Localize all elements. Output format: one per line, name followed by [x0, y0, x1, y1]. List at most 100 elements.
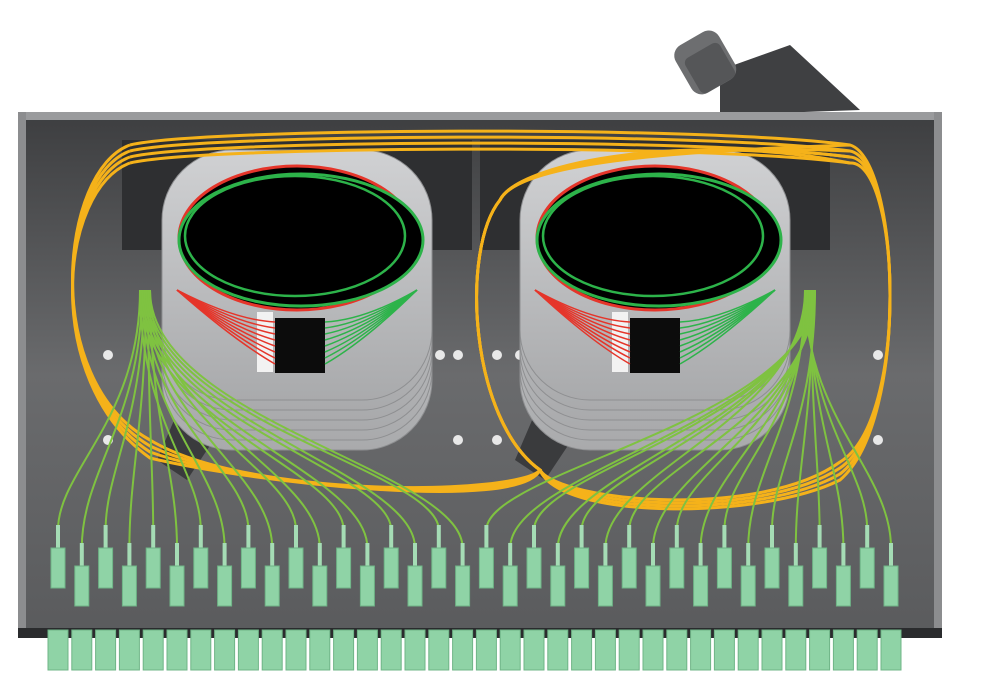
- red-fiber-fanout: [534, 289, 631, 365]
- connector-boot: [508, 543, 513, 568]
- orange-patch-cord: [129, 141, 851, 159]
- adapter-port: [594, 629, 616, 671]
- sc-connector: [785, 543, 807, 671]
- sc-connector: [880, 543, 902, 671]
- sc-connector: [190, 525, 212, 671]
- sc-connector: [142, 525, 164, 671]
- green-pigtail: [604, 289, 806, 549]
- red-fiber-fanout: [176, 289, 276, 365]
- connector-boot: [294, 525, 298, 550]
- cable-gland: [674, 30, 860, 115]
- connector-boot: [389, 525, 394, 550]
- sc-connector: [261, 543, 283, 671]
- adapter-port: [761, 629, 783, 671]
- connector-boot: [674, 525, 679, 550]
- connector-boot: [722, 525, 727, 550]
- sc-connector: [118, 543, 140, 671]
- sc-connector: [571, 525, 593, 671]
- adapter-port: [142, 629, 164, 671]
- mount-hole: [492, 350, 502, 360]
- adapter-port: [475, 629, 497, 671]
- connector-boot: [175, 543, 179, 568]
- connector-boot: [627, 525, 632, 550]
- connector-boot: [79, 543, 84, 568]
- green-pigtail: [747, 289, 806, 549]
- adapter-port: [785, 629, 807, 671]
- adapter-port: [404, 629, 426, 671]
- sc-connector: [809, 525, 831, 671]
- connector-body: [716, 547, 732, 589]
- mount-hole: [873, 435, 883, 445]
- mount-holes: [103, 350, 883, 445]
- green-pigtail: [57, 289, 141, 531]
- connector-body: [669, 547, 685, 589]
- adapter-port: [666, 629, 688, 671]
- green-fiber-loop: [541, 174, 765, 298]
- mount-hole: [873, 350, 883, 360]
- connector-body: [812, 547, 828, 589]
- adapter-port: [118, 629, 140, 671]
- connector-body: [788, 565, 804, 607]
- mount-hole: [453, 435, 463, 445]
- adapter-port: [737, 629, 759, 671]
- green-pigtail: [141, 289, 369, 549]
- adapter-port: [95, 629, 117, 671]
- connector-body: [740, 565, 756, 607]
- connector-body: [478, 547, 494, 589]
- sc-connector: [214, 543, 236, 671]
- panel-left-wall: [18, 112, 26, 637]
- sc-connector: [594, 543, 616, 671]
- sc-connector: [380, 525, 402, 671]
- sc-connector: [618, 525, 640, 671]
- adapter-port: [356, 629, 378, 671]
- adapter-port: [166, 629, 188, 671]
- connector-boot: [460, 543, 465, 568]
- connector-boot: [127, 543, 132, 568]
- connector-boot: [56, 525, 60, 550]
- adapter-port: [809, 629, 831, 671]
- sc-connector: [642, 543, 664, 671]
- connector-boot: [198, 525, 203, 550]
- green-pigtail: [141, 289, 226, 549]
- connector-body: [169, 565, 185, 607]
- mount-hole: [435, 350, 445, 360]
- adapter-port: [452, 629, 474, 671]
- splice-cassette-stack: [480, 140, 830, 480]
- connector-boot: [532, 525, 536, 550]
- connector-body: [359, 565, 375, 607]
- connector-body: [455, 565, 471, 607]
- adapter-port: [71, 629, 93, 671]
- green-pigtail: [804, 289, 892, 549]
- green-fiber-fanout: [679, 289, 776, 365]
- sc-connector: [713, 525, 735, 671]
- connector-boot: [555, 543, 560, 568]
- adapter-port: [618, 629, 640, 671]
- splice-protector-block: [275, 318, 325, 373]
- adapter-port: [832, 629, 854, 671]
- connector-boot: [603, 543, 608, 568]
- connector-boot: [651, 543, 655, 568]
- connector-boot: [770, 525, 774, 550]
- connector-body: [407, 565, 423, 607]
- connector-boot: [413, 543, 417, 568]
- connector-body: [217, 565, 233, 607]
- splice-cassette-stack: [122, 140, 472, 480]
- connector-boot: [317, 543, 322, 568]
- connector-boot: [103, 525, 108, 550]
- adapter-port: [428, 629, 450, 671]
- adapter-port: [237, 629, 259, 671]
- connector-body: [645, 565, 661, 607]
- connector-boot: [484, 525, 489, 550]
- adapter-port: [190, 629, 212, 671]
- sc-connector: [166, 543, 188, 671]
- connector-boot: [865, 525, 870, 550]
- connector-boot: [365, 543, 370, 568]
- adapter-port: [547, 629, 569, 671]
- connector-boot: [436, 525, 441, 550]
- mount-hole: [103, 350, 113, 360]
- sc-connector: [71, 543, 93, 671]
- connector-body: [431, 547, 447, 589]
- connector-body: [383, 547, 399, 589]
- mount-hole: [492, 435, 502, 445]
